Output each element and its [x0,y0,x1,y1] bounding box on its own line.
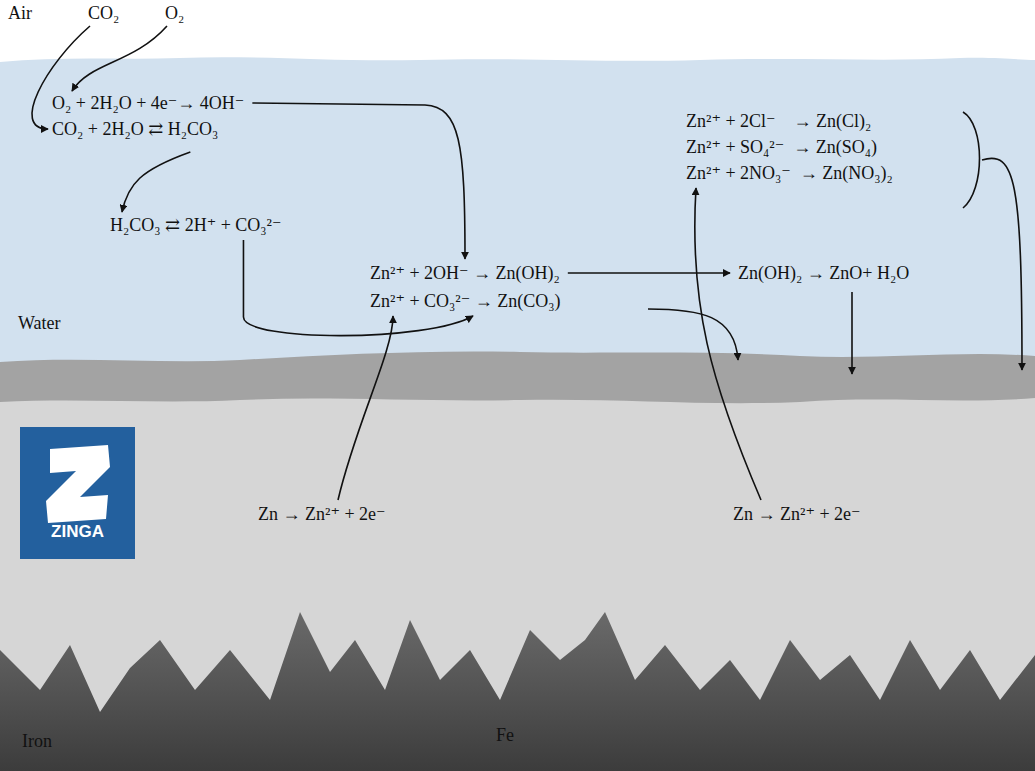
reaction-arrow [695,188,761,500]
bracket [963,112,980,208]
zinc-salt-layer [0,352,1035,404]
layer-label: Fe [496,724,514,746]
equation-text: Zn(OH)₂ → ZnO+ H₂O [738,263,909,283]
reaction-arrow [122,152,190,212]
equation: H₂CO₃ ⇄ 2H⁺ + CO₃²⁻ [108,214,283,236]
equation: O₂ + 2H₂O + 4e⁻→ 4OH⁻ [50,92,246,114]
equation-text: Zn²⁺ + CO₃²⁻ → Zn(CO₃) [370,291,561,311]
equation: CO₂ [86,2,121,24]
deposit-arrow [851,292,853,374]
equation-text: Zn²⁺ + 2Cl⁻ → Zn(Cl)₂ [686,111,871,131]
equation-text: O₂ [165,3,184,23]
layer-label: Iron [22,730,52,752]
equation: CO₂ + 2H₂O ⇄ H₂CO₃ [50,118,220,140]
reaction-arrow [243,240,473,336]
equation-text: H₂CO₃ ⇄ 2H⁺ + CO₃²⁻ [110,215,281,235]
equation-text: Zn²⁺ + 2NO₃⁻ → Zn(NO₃)₂ [686,163,893,183]
equation-text: Zn²⁺ + 2OH⁻ → Zn(OH)₂ [370,263,560,283]
equation: Zn²⁺ + SO₄²⁻ → Zn(SO₄) [684,136,879,158]
equation-text: Zn²⁺ + SO₄²⁻ → Zn(SO₄) [686,137,877,157]
water-layer [0,57,1035,380]
equation-text: O₂ + 2H₂O + 4e⁻→ 4OH⁻ [52,93,244,113]
equation: Zn → Zn²⁺ + 2e⁻ [256,503,388,525]
equation: Zn²⁺ + 2Cl⁻ → Zn(Cl)₂ [684,110,873,132]
equation: Zn²⁺ + CO₃²⁻ → Zn(CO₃) [368,290,563,312]
reaction-arrow [568,272,730,274]
iron-substrate [0,612,1035,771]
reaction-arrow [32,26,90,129]
equation-text: CO₂ [88,3,119,23]
equation: Zn²⁺ + 2OH⁻ → Zn(OH)₂ [368,262,562,284]
layer-label: Air [8,2,32,24]
equation: Zn → Zn²⁺ + 2e⁻ [731,503,863,525]
deposit-arrow [982,158,1022,370]
equation: Zn²⁺ + 2NO₃⁻ → Zn(NO₃)₂ [684,162,895,184]
zinc-coating [0,380,1035,771]
equation: O₂ [163,2,186,24]
equation-text: CO₂ + 2H₂O ⇄ H₂CO₃ [52,119,218,139]
layer-label: Water [18,312,61,334]
equation: Zn(OH)₂ → ZnO+ H₂O [736,262,911,284]
reaction-arrow [252,103,465,259]
deposit-arrow [648,309,738,360]
logo-text: ZINGA [20,521,135,543]
equation-text: Zn → Zn²⁺ + 2e⁻ [258,504,386,524]
equation-text: Zn → Zn²⁺ + 2e⁻ [733,504,861,524]
brand-logo: ZINGA [20,427,135,559]
reaction-arrow [72,26,167,91]
reaction-arrow [338,316,393,500]
